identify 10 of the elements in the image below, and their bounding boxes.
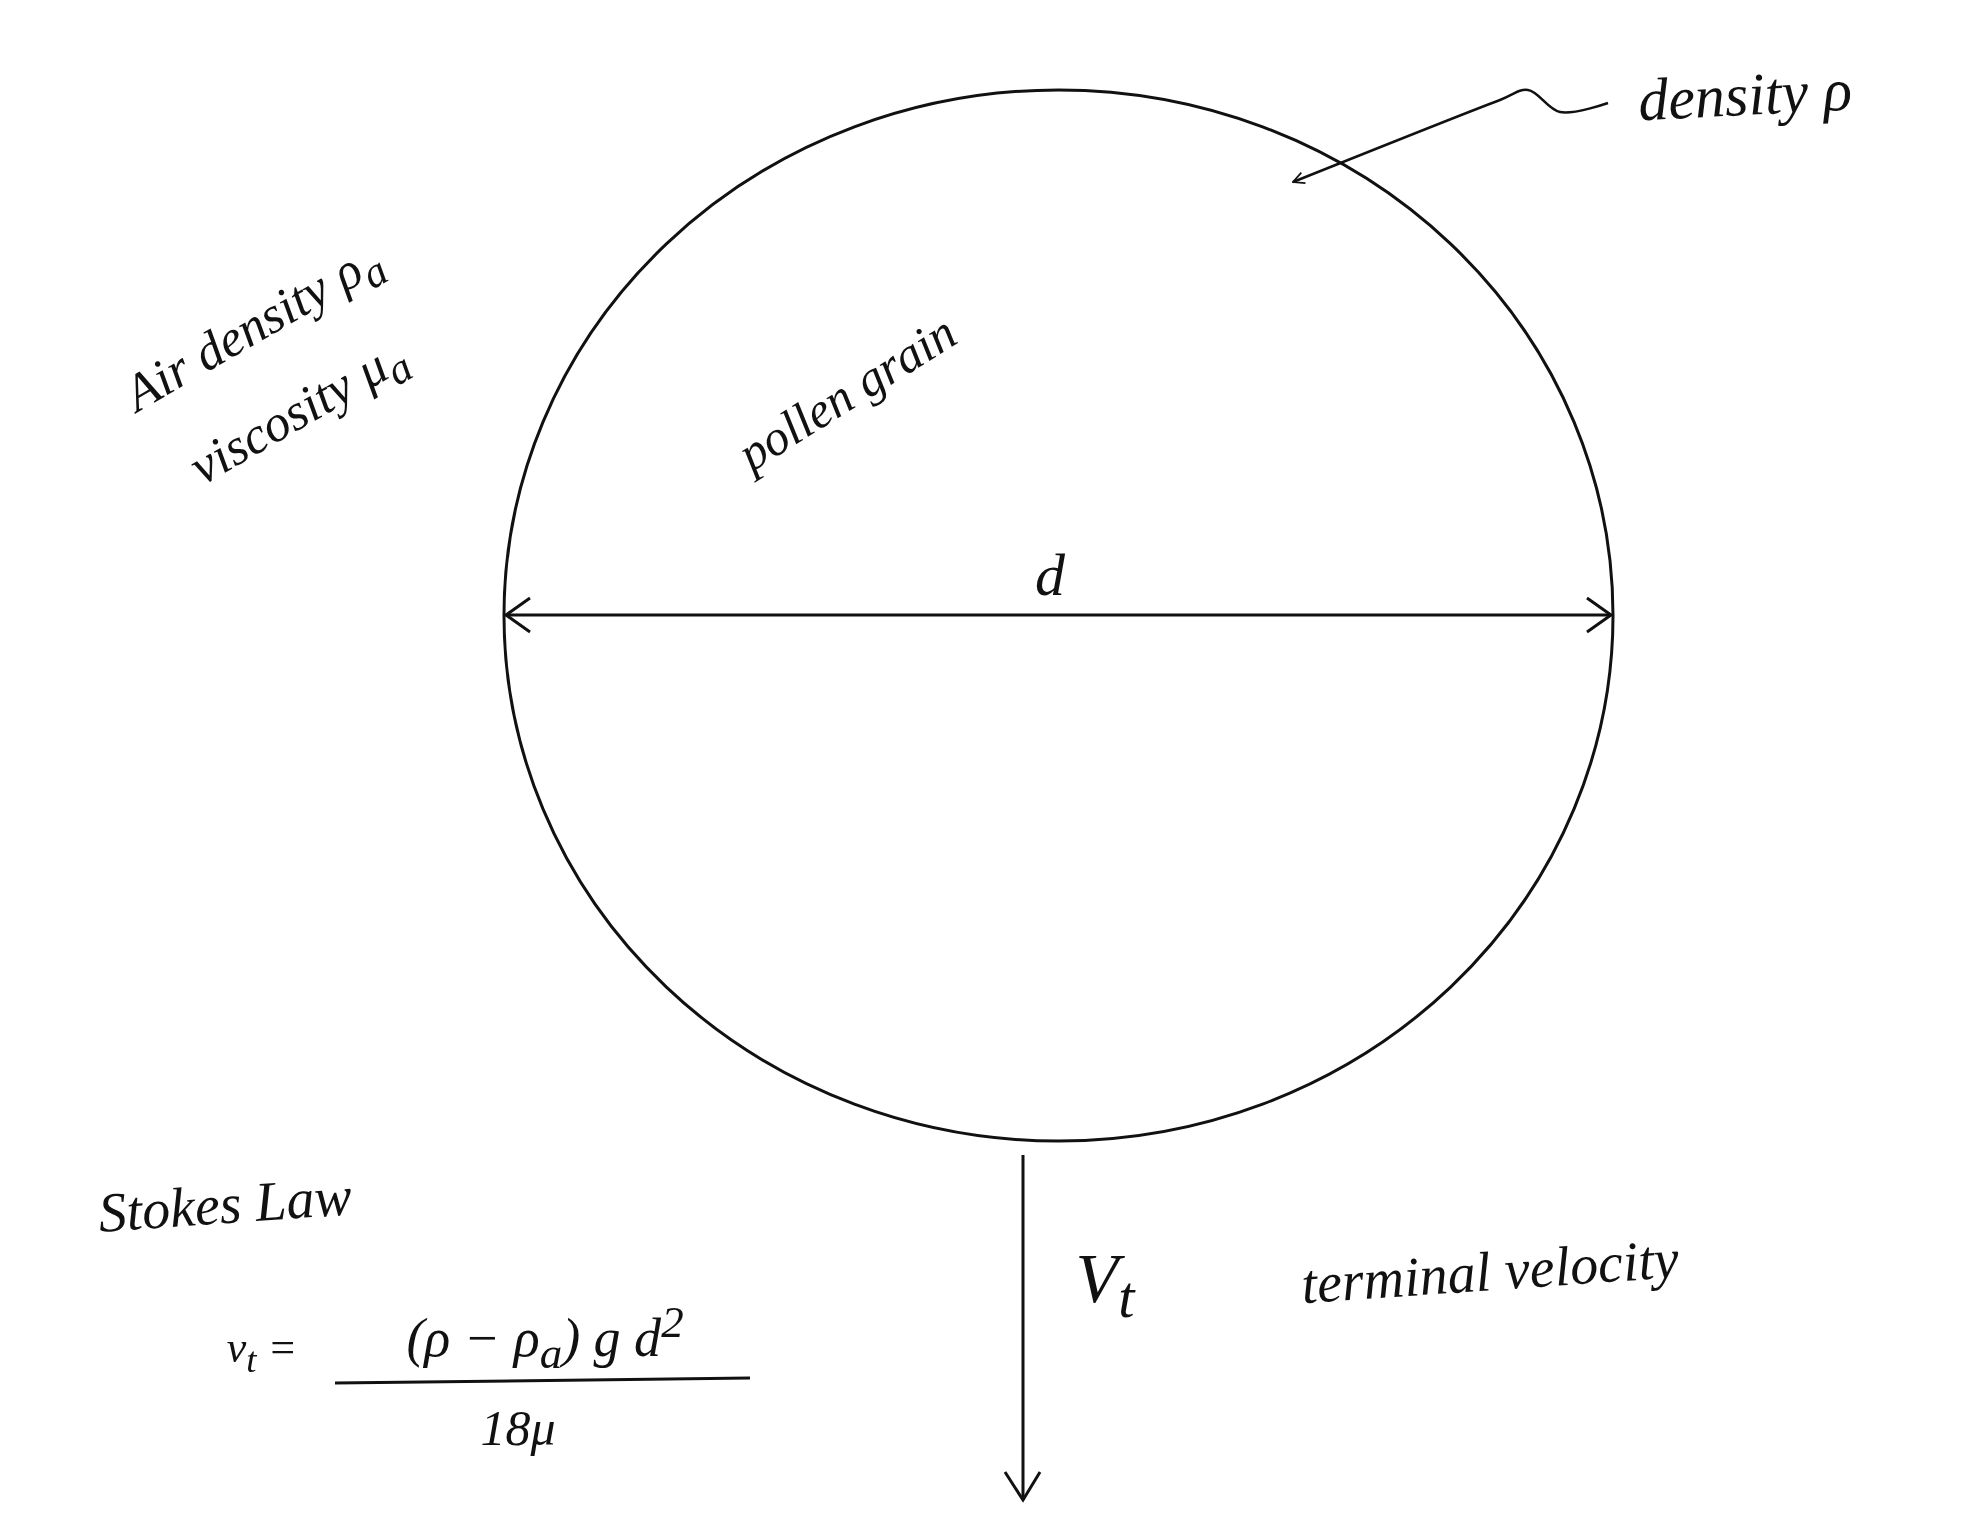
velocity-symbol: V$_{t}$ [1075, 1239, 1135, 1331]
leader-text: density ρ [1636, 56, 1854, 134]
formula-text: v$_{t}$ = [226, 1323, 298, 1381]
pollen-grain-circle [502, 88, 1615, 1143]
leader-arrow [1292, 88, 1609, 184]
velocity-caption: terminal velocity [1299, 1228, 1681, 1316]
formula-numerator: (ρ − ρ$_{a}$) g d$^{2}$ [406, 1297, 684, 1379]
formula-denominator: 18μ [480, 1400, 556, 1456]
dimension-label: d [1035, 542, 1065, 608]
formula-title: Stokes Law [96, 1165, 354, 1245]
